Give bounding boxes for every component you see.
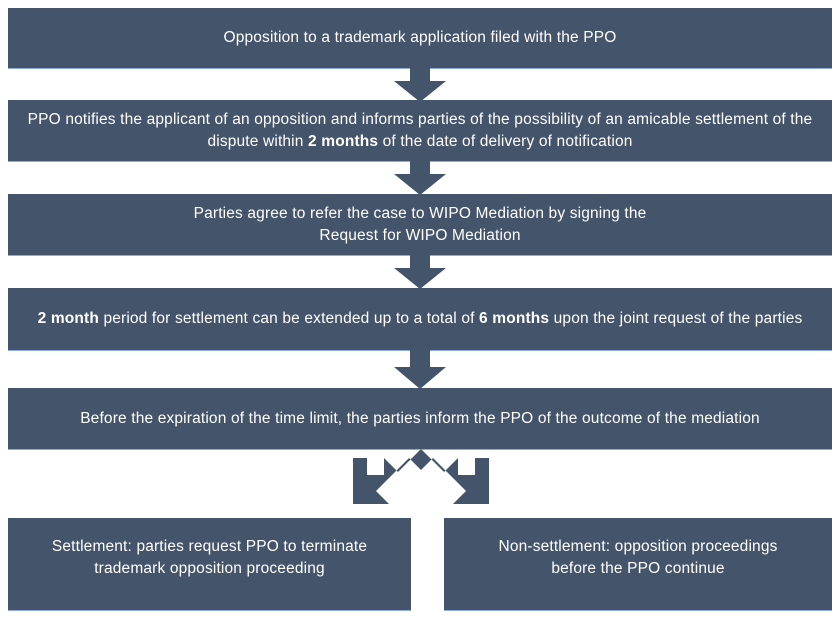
- down-arrow-icon: [394, 350, 446, 389]
- down-arrow-icon: [394, 255, 446, 289]
- flow-node-text: Settlement: parties request PPO to termi…: [51, 538, 368, 577]
- flow-node-text: 2 month period for settlement can be ext…: [37, 310, 803, 327]
- flow-node-outcome-settlement: Settlement: parties request PPO to termi…: [8, 518, 411, 611]
- flow-node-text: Parties agree to refer the case to WIPO …: [193, 204, 647, 244]
- flow-node-opposition-filed: Opposition to a trademark application fi…: [8, 8, 832, 69]
- flow-node-parties-agree-wipo-mediation: Parties agree to refer the case to WIPO …: [8, 194, 832, 256]
- flow-node-inform-ppo-of-outcome: Before the expiration of the time limit,…: [8, 388, 832, 450]
- flow-node-text: Before the expiration of the time limit,…: [80, 409, 760, 427]
- down-arrow-icon: [394, 68, 446, 102]
- flow-node-ppo-notifies-applicant: PPO notifies the applicant of an opposit…: [8, 100, 832, 162]
- flow-node-text: PPO notifies the applicant of an opposit…: [27, 110, 813, 150]
- flow-node-extension-of-period: 2 month period for settlement can be ext…: [8, 288, 832, 351]
- flow-node-text: Opposition to a trademark application fi…: [223, 29, 617, 46]
- split-arrow-icon: [353, 449, 489, 519]
- down-arrow-icon: [394, 161, 446, 195]
